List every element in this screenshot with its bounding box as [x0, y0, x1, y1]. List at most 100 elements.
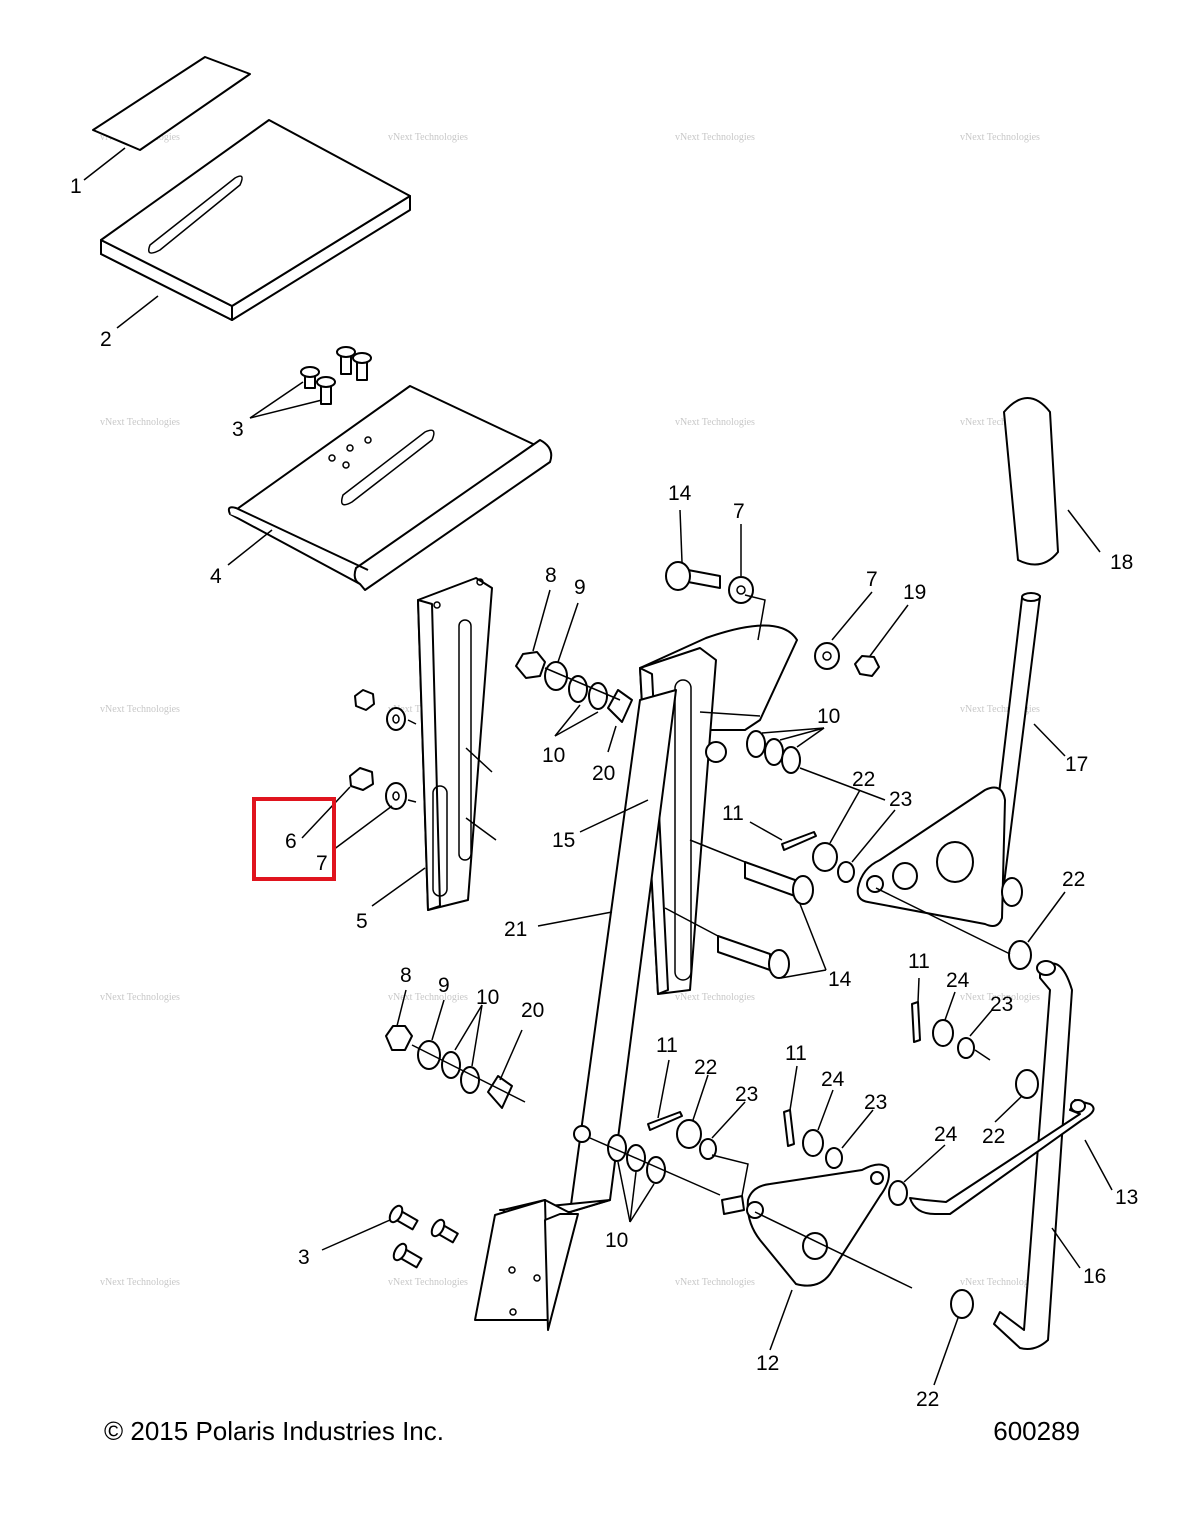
part-24-washer-c [888, 1180, 908, 1206]
watermark: vNext Technologies [388, 132, 468, 143]
part-10-ring-d [764, 738, 784, 766]
part-11-cotter-b [647, 1111, 683, 1131]
part-18-knob [1003, 397, 1059, 566]
callout-1: 1 [70, 175, 82, 198]
part-13-rod [909, 1099, 1095, 1215]
part-23-ring-d [957, 1037, 975, 1059]
watermark: vNext Technologies [960, 1277, 1040, 1288]
part-23-ring-a [837, 861, 855, 883]
callout-10-lower-center: 10 [605, 1229, 628, 1252]
callout-19: 19 [903, 581, 926, 604]
watermark: vNext Technologies [100, 1277, 180, 1288]
callout-8-bottom: 8 [400, 964, 412, 987]
watermark: vNext Technologies [388, 1277, 468, 1288]
callout-13: 13 [1115, 1186, 1138, 1209]
callout-11-center: 11 [656, 1034, 678, 1057]
callout-11-upper: 11 [722, 802, 744, 825]
part-23-ring-b [699, 1138, 717, 1160]
part-19-nut [854, 655, 880, 677]
callout-23-lower-right: 23 [864, 1091, 887, 1114]
callout-11-lower-right: 11 [785, 1042, 807, 1065]
callout-16: 16 [1083, 1265, 1106, 1288]
part-24-washer-b [932, 1019, 954, 1047]
part-22-washer-c [1008, 940, 1032, 970]
callout-22-upper: 22 [852, 768, 875, 791]
part-23-ring-c [825, 1147, 843, 1169]
callout-24-lower: 24 [934, 1123, 958, 1146]
callout-23-right: 23 [990, 993, 1013, 1016]
watermark: vNext Technologies [960, 132, 1040, 143]
watermark: vNext Technologies [675, 1277, 755, 1288]
callout-15: 15 [552, 829, 575, 852]
watermark: vNext Technologies [100, 992, 180, 1003]
part-4-plate [227, 385, 553, 591]
watermark: vNext Technologies [960, 704, 1040, 715]
part-1-decal [92, 56, 251, 151]
part-2-pad [100, 119, 411, 321]
callout-2: 2 [100, 328, 112, 351]
callout-14-middle: 14 [828, 968, 852, 991]
part-7-washers [385, 707, 407, 810]
callout-22-lower-right: 22 [982, 1125, 1005, 1148]
callout-9-top: 9 [574, 576, 586, 599]
callout-3-top: 3 [232, 418, 244, 441]
part-22-washer-d [1015, 1069, 1039, 1099]
part-9-washer [544, 661, 568, 691]
part-3-screws-top [300, 346, 372, 405]
part-5-bracket [417, 577, 493, 911]
part-3-screws-bottom [388, 1204, 459, 1269]
callout-24-right: 24 [946, 969, 970, 992]
callout-22-bottom: 22 [916, 1388, 939, 1411]
part-24-washer-a [802, 1129, 824, 1157]
callout-12: 12 [756, 1352, 779, 1375]
part-16-rod [993, 960, 1073, 1350]
part-10-ring-j [646, 1156, 666, 1184]
leader-lines [83, 147, 1113, 1386]
part-11-cotter-d [911, 1001, 921, 1043]
callout-9-bottom: 9 [438, 974, 450, 997]
part-17-lever [856, 592, 1041, 927]
watermark: vNext Technologies [675, 417, 755, 428]
part-10-ring-e [781, 746, 801, 774]
part-22-washer-e [950, 1289, 974, 1319]
copyright-text: © 2015 Polaris Industries Inc. [104, 1416, 444, 1446]
callout-21: 21 [504, 918, 527, 941]
part-10-ring-c [746, 730, 766, 758]
part-10-ring-g [460, 1066, 480, 1094]
part-11-cotter-c [783, 1109, 795, 1147]
callout-labels: 1 2 3 3 4 5 6 7 7 7 8 8 9 9 10 10 10 10 … [70, 175, 1138, 1411]
callout-10-lower-left: 10 [476, 986, 499, 1009]
callout-10-upper-right: 10 [817, 705, 840, 728]
callout-22-right: 22 [1062, 868, 1085, 891]
part-20-clip-b [487, 1075, 513, 1109]
drawing-number: 600289 [993, 1416, 1080, 1446]
callout-11-right: 11 [908, 950, 930, 973]
callout-8-top: 8 [545, 564, 557, 587]
part-7-washer-b [814, 642, 840, 670]
callout-22-center: 22 [694, 1056, 717, 1079]
callout-6: 6 [285, 830, 297, 853]
callout-5: 5 [356, 910, 368, 933]
part-11-cotter-a [781, 831, 817, 851]
watermark: vNext Technologies [388, 992, 468, 1003]
callout-23-upper: 23 [889, 788, 912, 811]
watermark: vNext Technologies [100, 417, 180, 428]
part-14-pins [717, 861, 814, 979]
watermark: vNext Technologies [960, 417, 1040, 428]
callout-7-left: 7 [316, 852, 328, 875]
highlight-box-6-7 [252, 797, 336, 881]
part-22-washer-a [812, 842, 838, 872]
callout-18: 18 [1110, 551, 1133, 574]
part-10-ring-h [607, 1134, 627, 1162]
part-20-clip [607, 689, 633, 723]
part-8-nut [515, 651, 546, 679]
part-10-ring-b [588, 682, 608, 710]
part-10-ring-a [568, 675, 588, 703]
part-12-plate [721, 1163, 890, 1287]
callout-24-center: 24 [821, 1068, 845, 1091]
part-21-tube [474, 689, 677, 1331]
part-14-bolt-top [665, 561, 721, 591]
part-6-nuts [349, 689, 375, 791]
callout-7-top: 7 [733, 500, 745, 523]
